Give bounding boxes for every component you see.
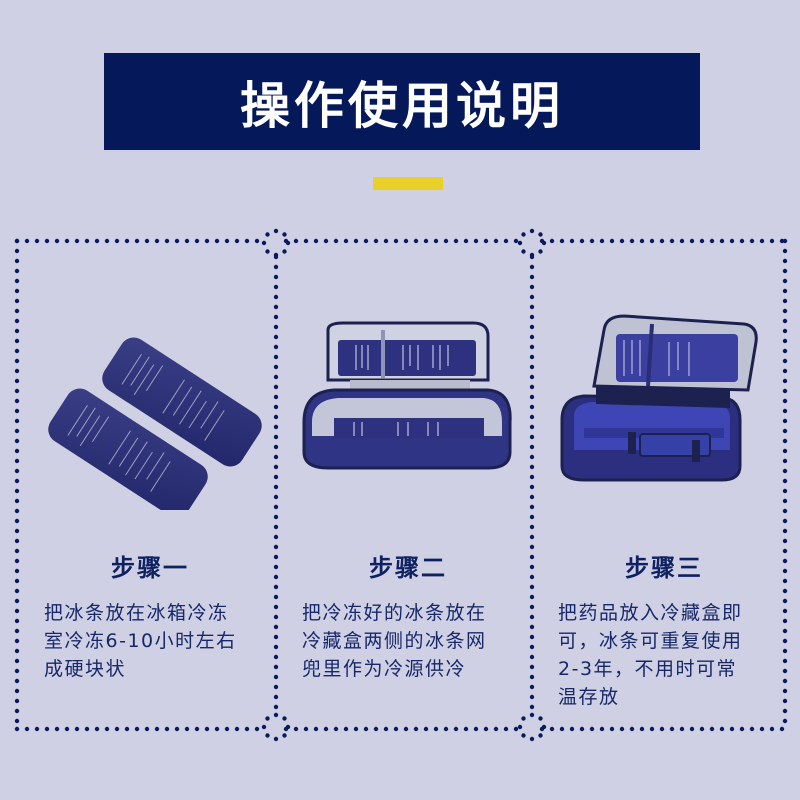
ice-packs-icon: [48, 337, 262, 510]
desc-line: 可，冰条可重复使用: [558, 630, 743, 652]
step-description: 把冰条放在冰箱冷冻 室冷冻6-10小时左右 成硬块状: [44, 599, 264, 683]
title-banner: 操作使用说明: [104, 53, 700, 150]
desc-line: 2-3年，不用时可常: [558, 658, 738, 680]
desc-line: 室冷冻6-10小时左右: [44, 630, 237, 652]
page-title: 操作使用说明: [240, 76, 564, 135]
ring-junctions: [261, 228, 547, 742]
step-description: 把冷冻好的冰条放在 冷藏盒两侧的冰条网 兜里作为冷源供冷: [302, 599, 522, 683]
step-description: 把药品放入冷藏盒即 可，冰条可重复使用 2-3年，不用时可常 温存放: [558, 599, 778, 711]
desc-line: 把药品放入冷藏盒即: [558, 602, 743, 624]
step-heading: 步骤一: [111, 554, 189, 582]
desc-line: 把冷冻好的冰条放在: [302, 602, 487, 624]
desc-line: 成硬块状: [44, 658, 127, 680]
step-heading: 步骤二: [369, 554, 447, 582]
desc-line: 温存放: [558, 686, 620, 708]
open-cooler-case-with-insert-icon: [560, 314, 758, 482]
accent-divider: [373, 177, 443, 190]
step-card-1: 步骤一 把冰条放在冰箱冷冻 室冷冻6-10小时左右 成硬块状: [30, 290, 270, 710]
open-cooler-case-with-ice-packs-icon: [302, 321, 512, 470]
step-card-3: 步骤三 把药品放入冷藏盒即 可，冰条可重复使用 2-3年，不用时可常 温存放: [544, 290, 784, 710]
step-card-2: 步骤二 把冷冻好的冰条放在 冷藏盒两侧的冰条网 兜里作为冷源供冷: [288, 290, 528, 710]
desc-line: 把冰条放在冰箱冷冻: [44, 602, 229, 624]
desc-line: 兜里作为冷源供冷: [302, 658, 467, 680]
desc-line: 冷藏盒两侧的冰条网: [302, 630, 487, 652]
step-heading: 步骤三: [625, 554, 703, 582]
